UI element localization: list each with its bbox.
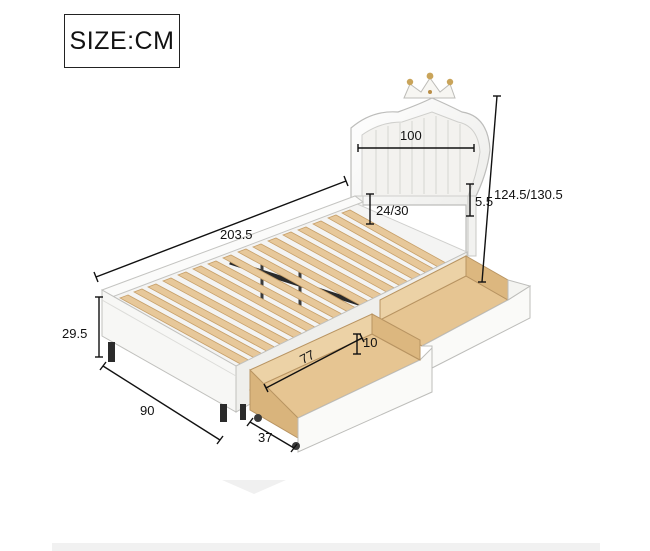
headboard-gap-label: 5.5 [475,194,493,209]
size-unit-label: SIZE:CM [69,26,175,55]
dimension-labels: 100 5.5 124.5/130.5 24/30 203.5 29.5 90 … [62,128,563,445]
dimension-lines [93,95,501,453]
bed-width-label: 90 [140,403,154,418]
drawer-length-label: 77 [297,347,317,367]
bed-height-label: 29.5 [62,326,87,341]
size-unit-box: SIZE:CM [64,14,180,68]
drawer-front [248,313,433,453]
crown-ornament [403,72,456,99]
slat-clearance-label: 24/30 [376,203,409,218]
bottom-strip [52,543,600,551]
overall-height-label: 124.5/130.5 [494,187,563,202]
drawer-depth-label: 10 [363,335,377,350]
floor-reflection [222,480,286,494]
bed-length-label: 203.5 [220,227,253,242]
bed-slats [119,209,465,368]
headboard-width-label: 100 [400,128,422,143]
headboard-tufting [375,116,461,194]
drawer-back [378,255,532,369]
drawer-width-label: 37 [258,430,272,445]
